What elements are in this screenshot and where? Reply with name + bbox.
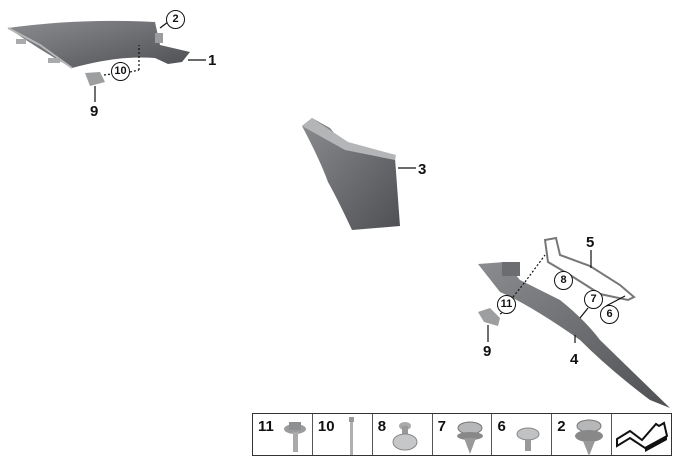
legend-cell-6: 6	[492, 414, 553, 455]
legend-cell-10: 10	[313, 414, 373, 455]
legend-cell-8: 8	[373, 414, 433, 455]
legend-number: 8	[377, 418, 387, 435]
callout-7: 7	[584, 290, 603, 309]
part-3-trim-panel	[302, 118, 416, 230]
callout-1: 1	[208, 52, 217, 69]
parts-set-arrow-icon	[616, 421, 669, 452]
callout-3: 3	[418, 161, 427, 178]
legend-cell-2: 2	[552, 414, 613, 456]
legend-number: 11	[258, 418, 274, 435]
push-clip-large-icon	[575, 419, 604, 456]
callout-9-top: 9	[90, 103, 99, 120]
legend-cell-parts-set	[612, 414, 671, 455]
callout-9-bottom: 9	[483, 343, 492, 360]
part-5-bracket	[543, 236, 636, 302]
round-head-screw-icon	[516, 427, 540, 451]
push-clip-icon	[456, 421, 483, 454]
legend-number: 6	[497, 418, 506, 435]
expanding-rivet-icon	[392, 422, 418, 451]
callout-2: 2	[166, 10, 185, 29]
fastener-legend-table: 11 10 8 7 6 2	[252, 413, 672, 456]
legend-number: 2	[557, 418, 566, 435]
legend-number: 10	[317, 418, 335, 435]
callout-4: 4	[570, 351, 579, 368]
part-4-pillar-trim	[478, 262, 670, 408]
part-1-trim-panel	[7, 20, 190, 69]
part-9-clip-bottom	[478, 308, 500, 326]
callout-8: 8	[554, 271, 573, 290]
part-9-clip-top	[85, 72, 105, 86]
callout-10: 10	[111, 62, 130, 81]
screw-icon	[348, 417, 354, 455]
legend-number: 7	[437, 418, 446, 435]
legend-cell-11: 11	[253, 414, 313, 455]
callout-11: 11	[497, 295, 516, 314]
hex-bolt-icon	[284, 422, 306, 452]
legend-cell-7: 7	[433, 414, 493, 455]
callout-5: 5	[586, 234, 595, 251]
callout-6: 6	[600, 305, 619, 324]
